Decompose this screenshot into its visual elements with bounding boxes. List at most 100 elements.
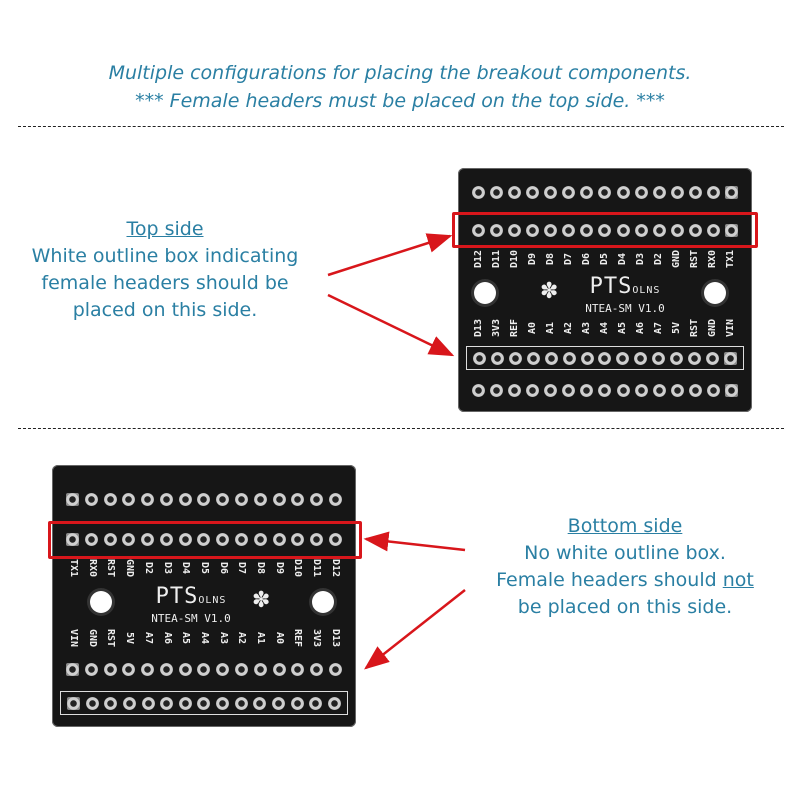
brand-sub: OLNS [632, 285, 661, 296]
pin [616, 351, 630, 365]
pin [253, 492, 267, 506]
pin [562, 383, 576, 397]
board-version: NTEA-SM V1.0 [585, 302, 665, 315]
pin [544, 351, 558, 365]
pin [327, 696, 341, 710]
pin [490, 383, 504, 397]
pin [122, 662, 136, 676]
pin [67, 696, 80, 710]
pin [272, 492, 286, 506]
pin [544, 383, 558, 397]
pin [328, 492, 342, 506]
pin [328, 662, 342, 676]
pin [562, 351, 576, 365]
maple-leaf-icon: ✽ [252, 588, 271, 613]
pin [216, 492, 230, 506]
pin [723, 351, 737, 365]
pin [526, 351, 540, 365]
pin [272, 696, 286, 710]
pin [670, 351, 684, 365]
pin [216, 696, 230, 710]
pin [272, 662, 286, 676]
pin [652, 223, 666, 237]
pin [706, 223, 720, 237]
pin [291, 532, 305, 546]
brand: PTS [155, 584, 199, 609]
pin-row-header [466, 218, 744, 242]
pin [310, 532, 324, 546]
pin [580, 185, 594, 199]
pin [724, 383, 738, 397]
pin [706, 185, 720, 199]
pin [490, 185, 504, 199]
pin [580, 383, 594, 397]
pin [706, 383, 720, 397]
bottom-note-line: Female headers should [496, 569, 723, 591]
pin [562, 185, 576, 199]
pin [544, 223, 558, 237]
pin [544, 185, 558, 199]
top-side-heading: Top side [126, 218, 204, 240]
pin-row [466, 378, 744, 402]
pin [670, 223, 684, 237]
arrow-to-bottom-header [363, 531, 466, 552]
pin [291, 662, 305, 676]
pin [473, 351, 486, 365]
header-line-2: *** Female headers must be placed on the… [135, 90, 665, 112]
pin [310, 492, 324, 506]
pin [634, 383, 648, 397]
top-side-note: Top side White outline box indicating fe… [4, 216, 326, 324]
pin [197, 662, 211, 676]
pin [670, 185, 684, 199]
pin [526, 223, 540, 237]
top-note-line: placed on this side. [72, 299, 258, 321]
pin [580, 223, 594, 237]
pin [178, 662, 192, 676]
pin [103, 662, 117, 676]
pin [141, 532, 155, 546]
top-note-line: female headers should be [41, 272, 289, 294]
pin [197, 696, 211, 710]
board-logo: PTSOLNS NTEA-SM V1.0 [570, 276, 680, 316]
pin [490, 223, 504, 237]
pin [526, 185, 540, 199]
maple-leaf-icon: ✽ [540, 279, 559, 304]
pin [652, 185, 666, 199]
pin [290, 696, 304, 710]
arrow-to-top-header [327, 233, 453, 277]
pin [508, 223, 522, 237]
pin [472, 223, 485, 237]
pin [670, 383, 684, 397]
pin [328, 532, 342, 546]
pin [178, 532, 192, 546]
mounting-hole [90, 591, 112, 613]
pin [141, 662, 155, 676]
header-line-1: Multiple configurations for placing the … [108, 62, 692, 84]
pin [634, 351, 648, 365]
arrow-to-bottom-lower [364, 589, 466, 670]
pin [652, 383, 666, 397]
pin [472, 185, 485, 199]
pin [141, 492, 155, 506]
pin [598, 351, 612, 365]
pin [235, 662, 249, 676]
pin [84, 532, 98, 546]
pin [66, 532, 79, 546]
pin [562, 223, 576, 237]
pin [724, 185, 738, 199]
pin [159, 532, 173, 546]
pin [508, 185, 522, 199]
pin [508, 351, 522, 365]
pin [104, 696, 118, 710]
brand-sub: OLNS [198, 595, 227, 606]
pin [490, 351, 504, 365]
pin [216, 662, 230, 676]
pin [705, 351, 719, 365]
pin [197, 532, 211, 546]
pin [178, 492, 192, 506]
pin [598, 383, 612, 397]
pin [103, 492, 117, 506]
